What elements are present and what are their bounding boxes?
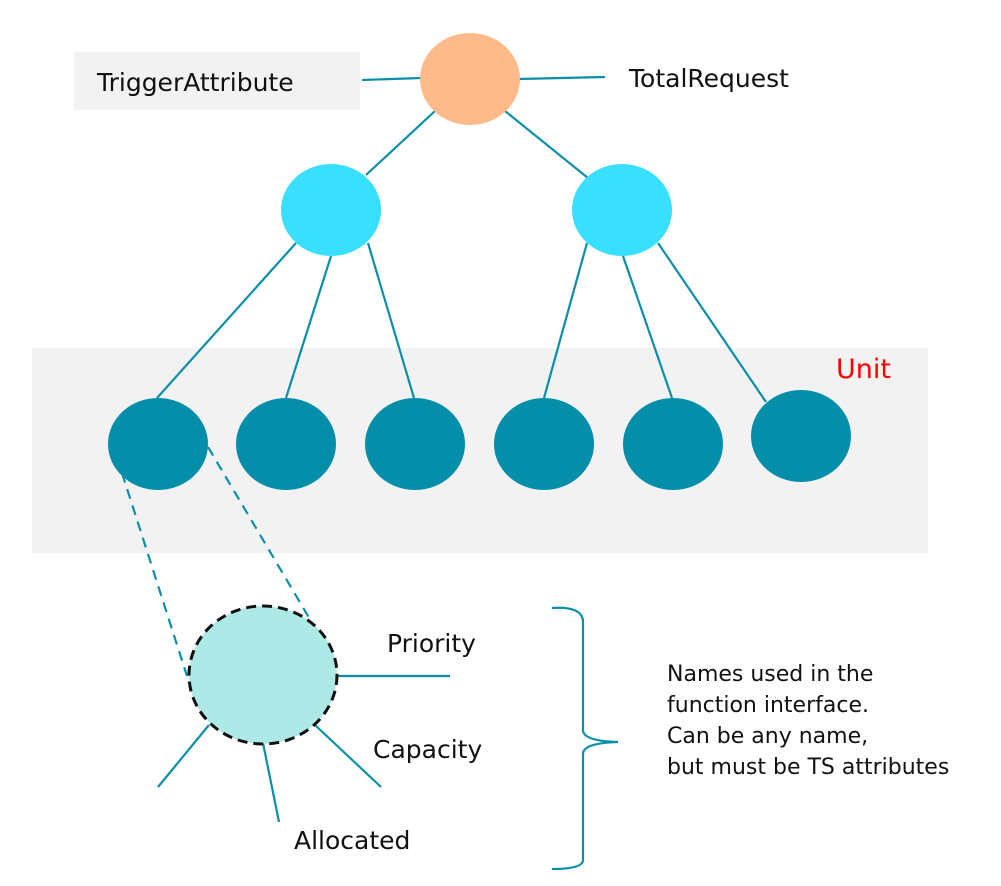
attribute-allocated-label: Allocated	[294, 826, 410, 855]
edge-mid-left-unit-2	[284, 255, 333, 399]
mid-node-left	[281, 164, 381, 256]
unit-node-2	[236, 398, 336, 490]
unit-node-6	[751, 390, 851, 482]
attribute-priority-label: Priority	[387, 629, 476, 658]
edge-detail-capacity	[314, 724, 382, 788]
unit-node-5	[623, 398, 723, 490]
trigger-attribute-box	[74, 52, 360, 110]
unit-node-1	[108, 398, 208, 490]
zoom-line-left	[120, 472, 189, 677]
curly-brace	[551, 606, 619, 871]
root-node	[420, 33, 520, 125]
edge-root-trigger-attribute	[361, 76, 422, 82]
attribute-capacity-label: Capacity	[373, 735, 482, 764]
unit-node-4	[494, 398, 594, 490]
note-line-1: Names used in the	[667, 662, 873, 687]
edge-root-mid-left	[365, 110, 436, 176]
unit-label: Unit	[836, 354, 891, 385]
edge-root-mid-right	[504, 110, 589, 179]
unit-node-3	[365, 398, 465, 490]
total-request-label: TotalRequest	[628, 64, 789, 93]
edge-mid-left-unit-1	[156, 242, 297, 399]
detail-node	[187, 604, 339, 746]
edge-mid-right-unit-4	[542, 242, 589, 399]
edge-detail-allocated	[261, 742, 281, 823]
zoom-line-right	[207, 446, 315, 627]
trigger-attribute-label: TriggerAttribute	[96, 68, 294, 97]
edge-root-total-request	[518, 75, 606, 81]
edge-detail-unnamed	[157, 724, 210, 788]
edge-mid-right-unit-5	[621, 255, 674, 399]
mid-node-right	[572, 164, 672, 256]
note-line-2: function interface.	[667, 693, 869, 718]
note-line-3: Can be any name,	[667, 724, 868, 749]
edge-mid-left-unit-3	[366, 242, 416, 399]
edge-mid-right-unit-6	[657, 242, 767, 403]
note-line-4: but must be TS attributes	[667, 755, 949, 780]
